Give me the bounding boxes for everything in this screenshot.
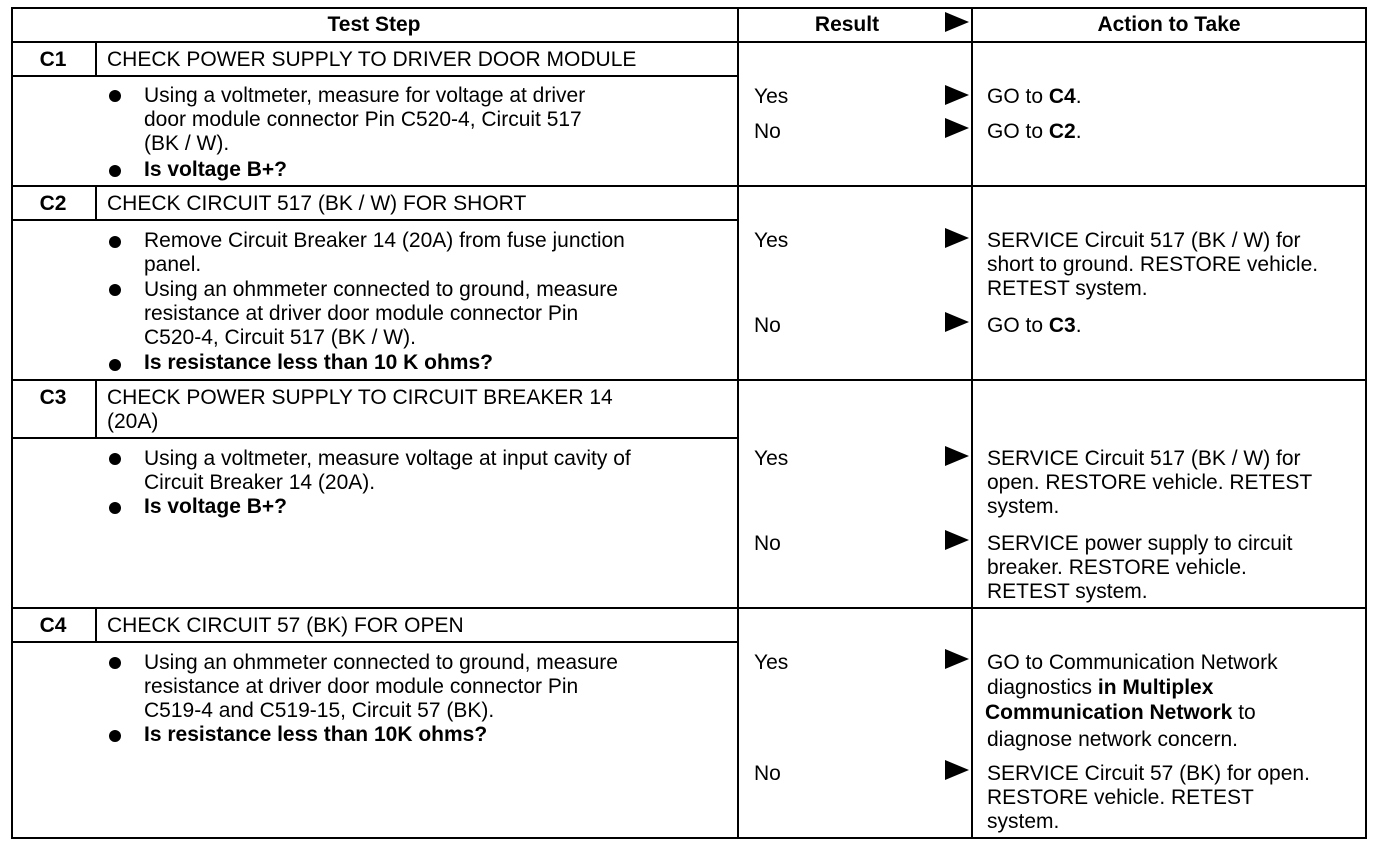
action-text: short to ground. RESTORE vehicle.	[987, 253, 1319, 276]
action-text: GO to Communication Network	[987, 651, 1278, 674]
step-id-c1: C1	[39, 48, 67, 71]
diagnostic-table: Test Step Result Action to Take C1 CHECK…	[11, 7, 1367, 839]
step-title-c3: CHECK POWER SUPPLY TO CIRCUIT BREAKER 14	[107, 386, 613, 409]
header-arrow-icon	[945, 12, 969, 32]
header-result: Result	[814, 13, 880, 36]
title-divider	[11, 641, 739, 643]
arrow-icon	[945, 228, 969, 248]
bullet-icon	[109, 657, 121, 669]
result-yes: Yes	[754, 651, 789, 674]
header-action: Action to Take	[1097, 13, 1241, 36]
action-text: diagnostics in Multiplex	[987, 676, 1214, 699]
bullet-icon	[109, 359, 121, 371]
action-text: GO to C4.	[987, 85, 1082, 108]
step-id-c2: C2	[39, 192, 67, 215]
arrow-icon	[945, 530, 969, 550]
bullet-text: resistance at driver door module connect…	[144, 675, 579, 698]
bullet-text: resistance at driver door module connect…	[144, 302, 579, 325]
bullet-text: Using a voltmeter, measure voltage at in…	[144, 447, 631, 470]
result-no: No	[754, 120, 781, 143]
bullet-question: Is voltage B+?	[144, 158, 287, 181]
step-id-c3: C3	[39, 386, 67, 409]
arrow-icon	[945, 118, 969, 138]
step-separator	[11, 607, 1367, 609]
action-text: RESTORE vehicle. RETEST	[987, 786, 1254, 809]
action-text: GO to C3.	[987, 314, 1082, 337]
action-text: open. RESTORE vehicle. RETEST	[987, 471, 1313, 494]
step-id-c4: C4	[39, 614, 67, 637]
result-yes: Yes	[754, 229, 789, 252]
bullet-text: door module connector Pin C520-4, Circui…	[144, 108, 582, 131]
action-text: RETEST system.	[987, 277, 1148, 300]
action-text: SERVICE power supply to circuit	[987, 532, 1293, 555]
header-test-step: Test Step	[327, 13, 421, 36]
bullet-text: Using an ohmmeter connected to ground, m…	[144, 278, 618, 301]
action-text: SERVICE Circuit 517 (BK / W) for	[987, 447, 1301, 470]
result-yes: Yes	[754, 85, 789, 108]
arrow-icon	[945, 446, 969, 466]
bullet-icon	[109, 453, 121, 465]
bullet-text: Using an ohmmeter connected to ground, m…	[144, 651, 618, 674]
bullet-text: panel.	[144, 253, 202, 276]
bullet-icon	[109, 236, 121, 248]
bullet-text: C520-4, Circuit 517 (BK / W).	[144, 326, 416, 349]
action-text: system.	[987, 810, 1060, 833]
table-border-bottom	[11, 837, 1367, 839]
title-divider	[11, 219, 739, 221]
header-divider	[11, 41, 1367, 43]
id-box-divider	[95, 607, 97, 643]
bullet-icon	[109, 90, 121, 102]
step-title-c4: CHECK CIRCUIT 57 (BK) FOR OPEN	[107, 614, 464, 637]
bullet-icon	[109, 165, 121, 177]
step-title-c2: CHECK CIRCUIT 517 (BK / W) FOR SHORT	[107, 192, 527, 215]
id-box-divider	[95, 379, 97, 439]
table-border-left	[11, 7, 13, 839]
action-text: GO to C2.	[987, 120, 1082, 143]
step-separator	[11, 379, 1367, 381]
bullet-icon	[109, 502, 121, 514]
title-divider	[11, 75, 739, 77]
arrow-icon	[945, 760, 969, 780]
result-yes: Yes	[754, 447, 789, 470]
step-title-c3: (20A)	[107, 410, 159, 433]
action-text: breaker. RESTORE vehicle.	[987, 556, 1247, 579]
action-text: SERVICE Circuit 517 (BK / W) for	[987, 229, 1301, 252]
action-text: system.	[987, 495, 1060, 518]
table-border-right	[1365, 7, 1367, 839]
bullet-text: C519-4 and C519-15, Circuit 57 (BK).	[144, 699, 495, 722]
table-border-top	[11, 7, 1367, 9]
result-no: No	[754, 314, 781, 337]
step-title-c1: CHECK POWER SUPPLY TO DRIVER DOOR MODULE	[107, 48, 637, 71]
arrow-icon	[945, 312, 969, 332]
bullet-icon	[109, 284, 121, 296]
arrow-icon	[945, 85, 969, 105]
result-column-divider	[737, 7, 739, 839]
result-no: No	[754, 762, 781, 785]
bullet-text: Using a voltmeter, measure for voltage a…	[144, 84, 586, 107]
bullet-text: Circuit Breaker 14 (20A).	[144, 471, 376, 494]
arrow-icon	[945, 649, 969, 669]
bullet-question: Is resistance less than 10K ohms?	[144, 723, 488, 746]
action-text: diagnose network concern.	[987, 728, 1238, 751]
action-text: SERVICE Circuit 57 (BK) for open.	[987, 762, 1310, 785]
action-column-divider	[971, 7, 973, 839]
title-divider	[11, 437, 739, 439]
action-text: Communication Network to	[985, 701, 1256, 724]
bullet-icon	[109, 730, 121, 742]
bullet-question: Is resistance less than 10 K ohms?	[144, 351, 493, 374]
bullet-question: Is voltage B+?	[144, 495, 287, 518]
action-text: RETEST system.	[987, 580, 1148, 603]
bullet-text: Remove Circuit Breaker 14 (20A) from fus…	[144, 229, 625, 252]
bullet-text: (BK / W).	[144, 132, 230, 155]
id-box-divider	[95, 185, 97, 221]
step-separator	[11, 185, 1367, 187]
result-no: No	[754, 532, 781, 555]
id-box-divider	[95, 41, 97, 77]
